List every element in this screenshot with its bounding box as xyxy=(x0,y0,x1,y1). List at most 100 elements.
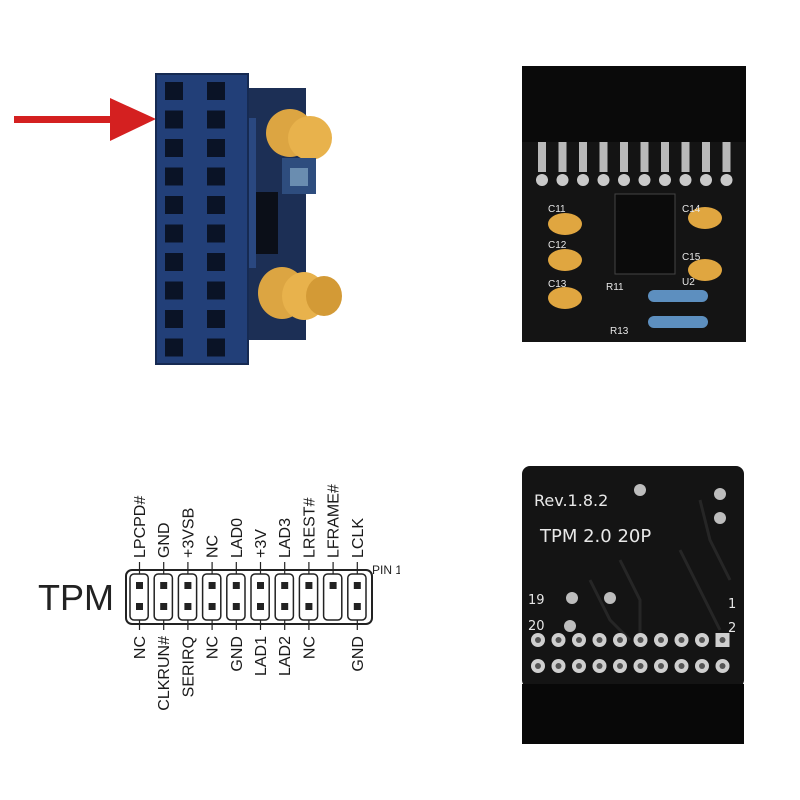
component-label: C14 xyxy=(682,204,701,215)
pin-slot xyxy=(177,573,198,621)
pcb-board-bottom xyxy=(522,466,744,688)
pinout-title: TPM xyxy=(38,577,114,618)
pin-label-bottom: GND xyxy=(350,636,367,672)
pin-top xyxy=(329,582,337,589)
header-hole xyxy=(207,110,225,129)
pin-label-top: GND xyxy=(156,522,173,558)
pin-bottom xyxy=(160,603,168,610)
pin-label-top: NC xyxy=(205,535,222,558)
component-label: C12 xyxy=(548,240,567,251)
pin-bottom xyxy=(257,603,264,610)
connector-pin xyxy=(640,142,649,172)
header-outline xyxy=(125,562,373,630)
capacitors xyxy=(548,207,722,309)
pin-label-bottom: LAD1 xyxy=(253,636,270,676)
component-label: R11 xyxy=(606,282,624,293)
header-hole xyxy=(207,82,225,100)
resistors xyxy=(648,290,708,328)
connector-pin xyxy=(681,142,690,172)
solder-pad xyxy=(720,174,733,186)
component-label: C15 xyxy=(682,252,701,263)
pin-top xyxy=(136,582,143,589)
pin-top xyxy=(281,582,289,589)
pin-number-mark: 20 xyxy=(528,619,545,634)
solder-pad xyxy=(604,592,616,604)
pin-top xyxy=(257,582,264,589)
header-hole xyxy=(207,224,225,243)
pin-label-bottom: NC xyxy=(132,636,149,659)
solder-pad xyxy=(564,620,576,632)
pin-top xyxy=(232,582,240,589)
header-hole xyxy=(165,196,183,214)
pin-bottom xyxy=(353,603,361,610)
pin-label-top: +3V xyxy=(253,529,270,558)
connector-pin xyxy=(538,142,546,172)
solder-pad xyxy=(638,174,651,186)
pin-slot xyxy=(226,573,246,621)
pin-label-top: LREST# xyxy=(301,497,318,558)
header-body xyxy=(125,569,373,625)
header-hole xyxy=(207,310,225,328)
header-hole xyxy=(165,139,183,157)
pin-label-top: LAD3 xyxy=(277,518,294,558)
header-hole xyxy=(207,167,225,186)
capacitor-group-top xyxy=(266,109,332,194)
solder-pad xyxy=(556,174,569,186)
connector-pin xyxy=(558,142,567,172)
header-hole xyxy=(207,139,225,157)
tpm-chip-side xyxy=(256,192,278,254)
pin-number-mark: 2 xyxy=(728,621,736,636)
tpm-pinout-diagram: TPM PIN 1 LPCPD# GND +3VSB NC LAD0 +3V LAD3 LRE… xyxy=(0,400,400,800)
connector-pin xyxy=(620,142,628,172)
header-hole xyxy=(165,253,183,271)
pin-label-bottom: SERIRQ xyxy=(180,636,197,697)
header-hole xyxy=(207,338,225,357)
header-hole xyxy=(207,253,225,271)
pin-top xyxy=(208,582,216,589)
pin-label-top: LPCPD# xyxy=(132,496,149,558)
pin-bottom xyxy=(232,603,240,610)
pin1-label: PIN 1 xyxy=(372,563,400,577)
header-hole xyxy=(165,167,183,186)
header-hole xyxy=(207,281,225,300)
component-label: U2 xyxy=(682,277,695,288)
pin-slot xyxy=(201,573,222,621)
pin-slot xyxy=(153,573,174,621)
connector-pin xyxy=(702,142,710,172)
pin-slot xyxy=(250,573,270,621)
header-hole xyxy=(165,110,183,129)
solder-pad xyxy=(700,174,712,186)
pin-top xyxy=(160,582,168,589)
pin-label-bottom: GND xyxy=(229,636,246,672)
pin-bottom xyxy=(305,603,313,610)
connector-pin xyxy=(661,142,669,172)
solder-pad xyxy=(577,174,589,186)
pin-slot xyxy=(274,573,295,621)
capacitor-group-bottom xyxy=(258,267,342,320)
pin-label-bottom: NC xyxy=(205,636,222,659)
connector-pin xyxy=(599,142,608,172)
solder-pad xyxy=(536,174,548,186)
component-label: C11 xyxy=(548,204,566,215)
solder-pad xyxy=(659,174,671,186)
pin-slot xyxy=(129,573,149,621)
pin-number-mark: 1 xyxy=(728,597,736,612)
solder-pad xyxy=(597,174,610,186)
pin-slot xyxy=(298,573,319,621)
pin-label-top: +3VSB xyxy=(180,508,197,558)
pin-number-mark: 19 xyxy=(528,593,545,608)
header-hole xyxy=(165,224,183,243)
solder-pad xyxy=(566,592,578,604)
model-label: TPM 2.0 20P xyxy=(539,526,651,547)
pin-label-bottom: LAD2 xyxy=(277,636,294,676)
pin-slot xyxy=(322,573,343,621)
connector-pin xyxy=(722,142,731,172)
pin-label-top: LAD0 xyxy=(229,518,246,558)
solder-pad xyxy=(618,174,630,186)
solder-pad xyxy=(679,174,692,186)
tpm-chip xyxy=(614,193,676,275)
header-hole xyxy=(165,82,183,100)
pin-label-top: LCLK xyxy=(350,518,367,558)
